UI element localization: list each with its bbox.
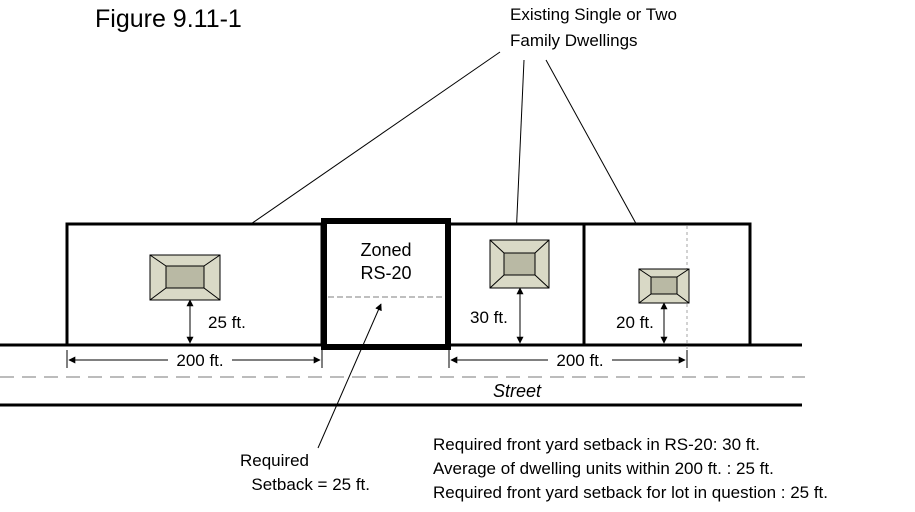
setback-label-lot1: 25 ft. [208, 313, 246, 332]
required-line-1: Required [240, 451, 309, 470]
street-label: Street [493, 381, 542, 401]
zoned-label-line-1: Zoned [360, 240, 411, 260]
callout-arrow-lot3 [512, 59, 525, 239]
house-lot-1 [149, 254, 221, 301]
callout-line-2: Family Dwellings [510, 31, 638, 50]
setback-label-lot3: 30 ft. [470, 308, 508, 327]
required-line-2: Setback = 25 ft. [251, 475, 370, 494]
figure-title: Figure 9.11-1 [95, 5, 242, 33]
note-line-3: Required front yard setback for lot in q… [433, 483, 828, 502]
callout-line-1: Existing Single or Two [510, 5, 677, 24]
lot-zoned-rs20 [321, 218, 451, 350]
required-setback-arrow [317, 303, 382, 449]
note-line-2: Average of dwelling units within 200 ft.… [433, 459, 774, 478]
lot-1 [65, 222, 324, 347]
house-lot-3 [489, 239, 550, 289]
house-lot-4 [638, 268, 690, 304]
note-line-1: Required front yard setback in RS-20: 30… [433, 435, 760, 454]
distance-label-right: 200 ft. [556, 351, 603, 370]
callout-arrow-lot1 [205, 51, 501, 256]
zoned-label-line-2: RS-20 [360, 263, 411, 283]
setback-label-lot4: 20 ft. [616, 313, 654, 332]
distance-label-left: 200 ft. [176, 351, 223, 370]
distance-label-left-bg [168, 350, 232, 370]
distance-label-right-bg [548, 350, 612, 370]
